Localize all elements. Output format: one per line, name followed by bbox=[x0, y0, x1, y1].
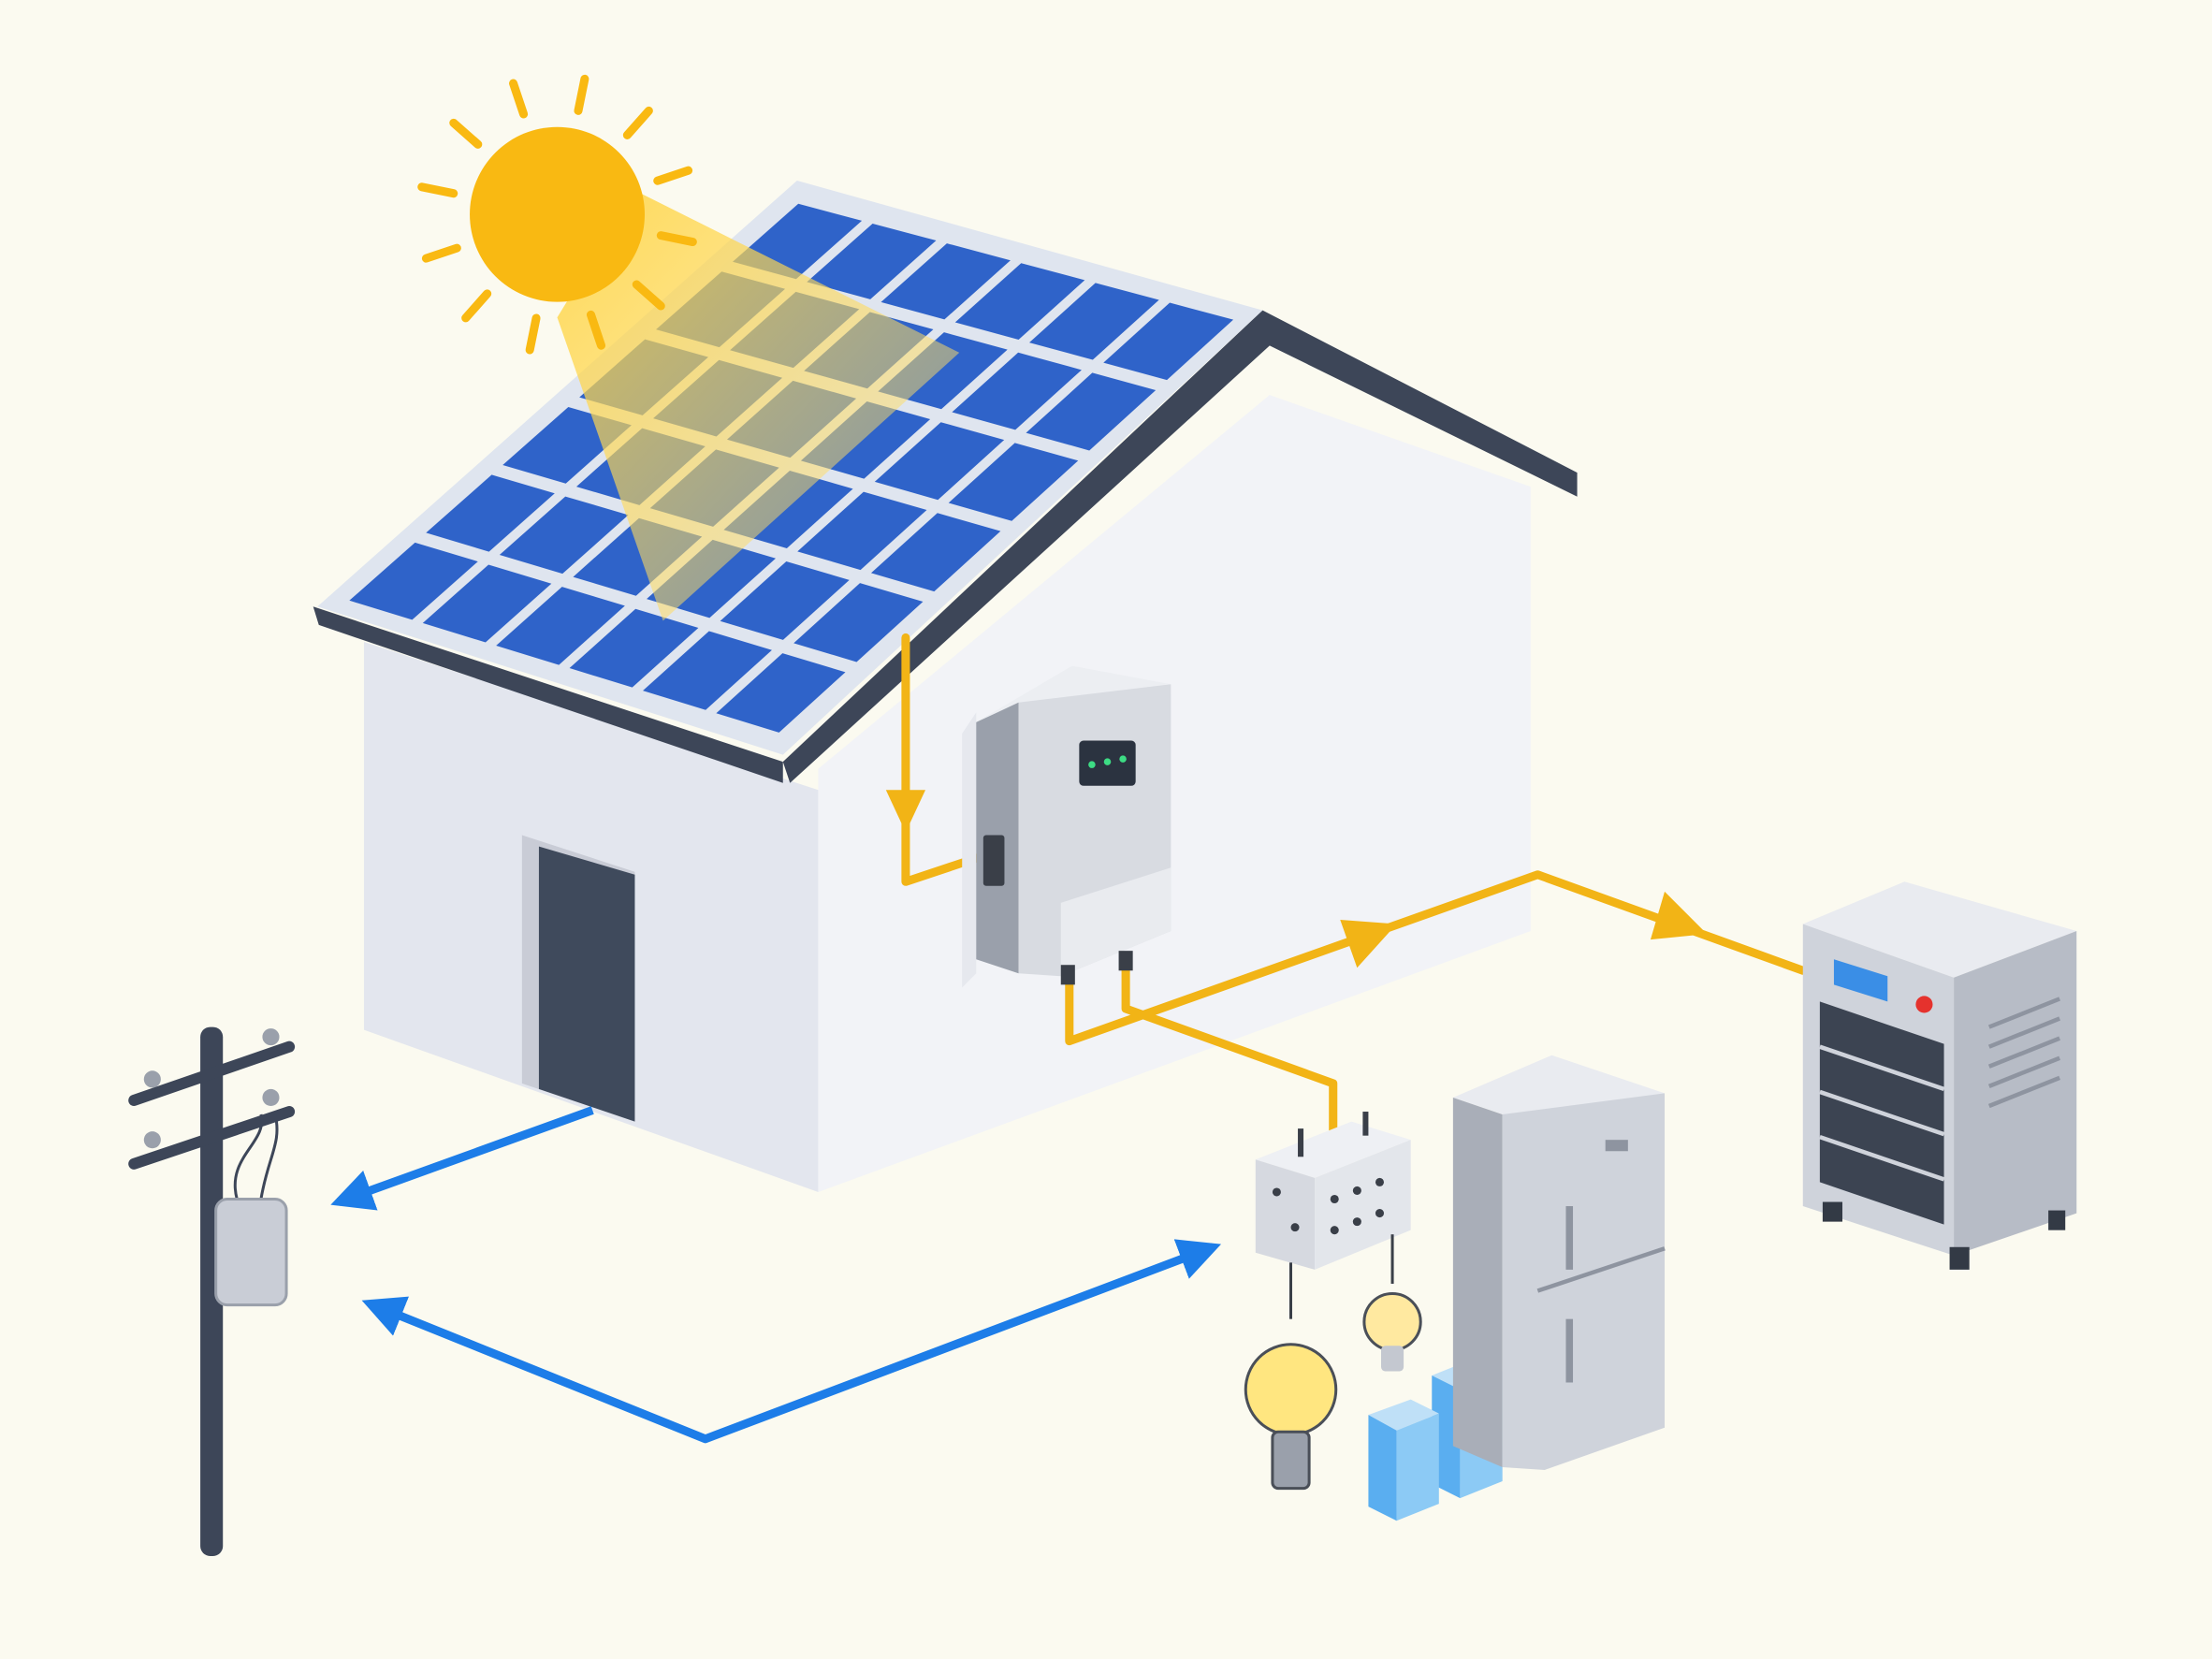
sun-ray bbox=[656, 231, 697, 247]
house-side-wall bbox=[818, 395, 1531, 1192]
solar-cell bbox=[426, 474, 555, 552]
utility-pole bbox=[128, 1026, 296, 1556]
solar-cell bbox=[1029, 283, 1159, 360]
sun-ray bbox=[632, 280, 665, 311]
solar-cell bbox=[499, 496, 629, 575]
solar-cell bbox=[716, 653, 846, 733]
sun-ray bbox=[461, 289, 492, 323]
inverter-port bbox=[982, 835, 1005, 886]
solar-cell bbox=[952, 352, 1082, 430]
solar-cell bbox=[954, 263, 1085, 340]
battery-power-button bbox=[1915, 996, 1933, 1013]
flow-arrow-down bbox=[885, 790, 926, 833]
grid-export-arrow bbox=[330, 1106, 594, 1211]
solar-cell bbox=[349, 542, 478, 620]
solar-cell bbox=[874, 422, 1005, 501]
inverter-top bbox=[976, 665, 1171, 722]
flow-arrow-right-2 bbox=[1650, 891, 1708, 940]
roof-edge bbox=[782, 310, 1578, 783]
sun-ray bbox=[622, 106, 653, 139]
battery-screen bbox=[1833, 959, 1888, 1002]
battery-top bbox=[1802, 881, 2077, 978]
sun-ray bbox=[449, 118, 483, 149]
sun-ray bbox=[586, 310, 606, 350]
solar-cell bbox=[422, 564, 552, 643]
sun-ray bbox=[525, 313, 541, 355]
grid-power-flow bbox=[330, 1106, 1222, 1444]
sun-ray bbox=[574, 74, 589, 115]
grid-bidirectional-arrow bbox=[361, 1239, 1222, 1444]
breaker-panel bbox=[1255, 1112, 1411, 1319]
flow-arrow-right-1 bbox=[1340, 919, 1397, 968]
solar-cell bbox=[643, 631, 772, 710]
inverter-to-breaker-wire bbox=[1121, 962, 1338, 1141]
inverter-bottom-panel bbox=[1060, 867, 1171, 977]
sun-ray bbox=[653, 166, 693, 185]
sun-ray bbox=[421, 243, 461, 263]
solar-cell bbox=[1103, 302, 1234, 381]
roof-eave bbox=[313, 606, 783, 783]
sun-icon bbox=[417, 74, 697, 355]
sun-ray bbox=[509, 79, 529, 119]
solar-cell bbox=[1026, 372, 1157, 451]
solar-cell bbox=[797, 491, 927, 571]
sun-ray bbox=[417, 182, 458, 198]
solar-cell bbox=[807, 223, 937, 299]
solar-cell bbox=[720, 561, 850, 640]
solar-cell bbox=[870, 513, 1001, 592]
solar-cell bbox=[880, 243, 1011, 320]
solar-cell bbox=[948, 443, 1079, 521]
solar-cell bbox=[496, 587, 625, 665]
door-opening bbox=[538, 846, 635, 1122]
refrigerator bbox=[1452, 1055, 1666, 1470]
solar-cell bbox=[569, 608, 699, 688]
battery-storage-cabinet bbox=[1802, 881, 2077, 1270]
solar-cell bbox=[793, 583, 924, 662]
inverter bbox=[962, 665, 1171, 988]
transformer bbox=[214, 1197, 288, 1307]
light-bulb-icon bbox=[1244, 1343, 1338, 1491]
light-bulb-icon bbox=[1362, 1292, 1422, 1372]
house bbox=[313, 310, 1578, 1192]
